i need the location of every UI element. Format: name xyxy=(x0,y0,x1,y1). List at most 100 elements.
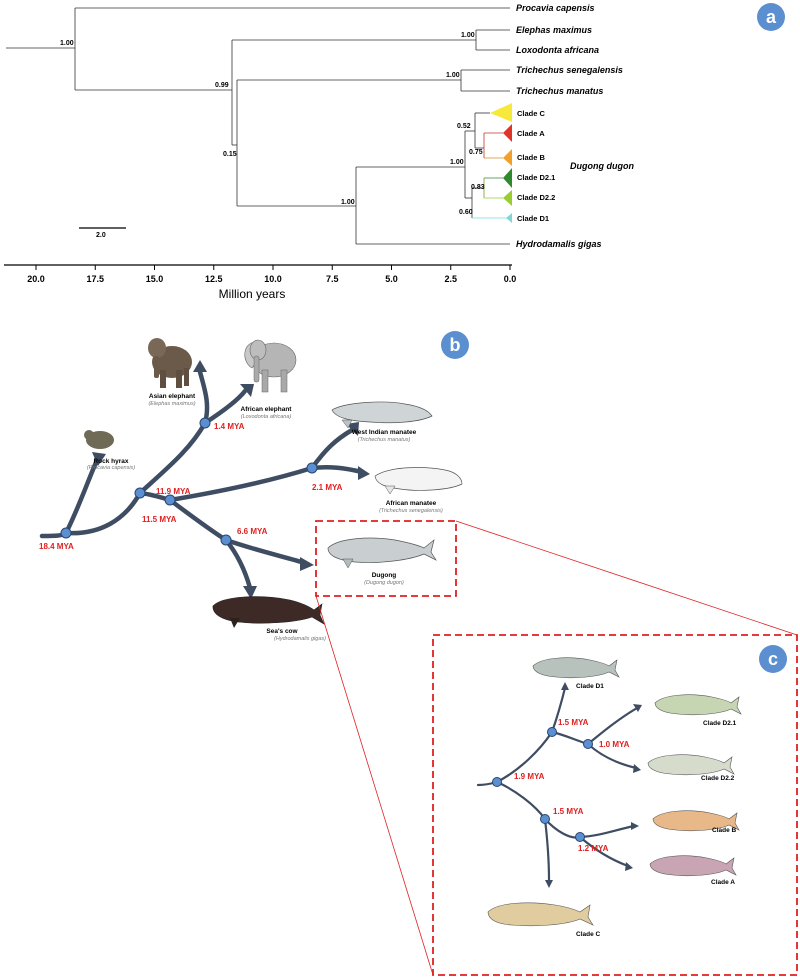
panel-a-support-values: 1.00 1.00 1.00 0.99 0.15 1.00 1.00 0.52 … xyxy=(60,32,485,216)
divergence-node xyxy=(306,462,318,474)
clade-name: Clade D2.1 xyxy=(703,720,737,727)
axis-tick-label: 10.0 xyxy=(264,274,282,284)
clade-label: Clade D2.1 xyxy=(517,173,555,182)
clade-d1-dugong-illustration xyxy=(532,657,620,679)
tip-label: Elephas maximus xyxy=(516,25,592,35)
axis-label: Million years xyxy=(219,287,286,301)
support-value: 1.00 xyxy=(60,40,74,47)
divergence-time: 2.1 MYA xyxy=(312,483,343,492)
divergence-time: 11.9 MYA xyxy=(156,487,191,496)
axis-tick-label: 12.5 xyxy=(205,274,223,284)
clade-d22-triangle xyxy=(503,190,512,206)
axis-tick-label: 2.5 xyxy=(444,274,457,284)
species-scientific-name: (Dugong dugon) xyxy=(364,580,404,586)
clade-label: Clade B xyxy=(517,153,546,162)
support-value: 0.83 xyxy=(471,184,485,191)
scale-bar-label: 2.0 xyxy=(96,232,106,239)
tip-label: Hydrodamalis gigas xyxy=(516,239,602,249)
support-value: 0.15 xyxy=(223,151,237,158)
clade-c-triangle xyxy=(490,103,512,122)
species-name: Asian elephant xyxy=(149,393,196,400)
species-name: African elephant xyxy=(241,406,293,413)
asian-elephant-illustration xyxy=(148,338,192,388)
panel-c-diagram: c 1.9 MYA 1.5 MYA 1.0 MYA 1.5 MYA 1.2 MY… xyxy=(432,634,798,976)
divergence-time: 1.5 MYA xyxy=(558,718,589,727)
divergence-time: 1.0 MYA xyxy=(599,740,630,749)
species-scientific-name: (Elephas maximus) xyxy=(148,401,195,407)
divergence-node xyxy=(583,739,593,749)
clade-label: Clade D2.2 xyxy=(517,193,555,202)
clade-d21-dugong-illustration xyxy=(654,694,742,716)
divergence-node xyxy=(547,727,557,737)
support-value: 1.00 xyxy=(341,199,355,206)
panel-b-diagram: b 18.4 MYA 11.9 MYA 11.5 MYA 1.4 xyxy=(39,331,798,976)
clade-d21-triangle xyxy=(503,168,512,188)
tip-label: Procavia capensis xyxy=(516,3,595,13)
scale-bar: 2.0 xyxy=(79,227,126,239)
clade-c-dugong-illustration xyxy=(487,902,594,927)
divergence-time: 11.5 MYA xyxy=(142,515,177,524)
species-scientific-name: (Hydrodamalis gigas) xyxy=(274,636,326,642)
clade-name: Clade C xyxy=(576,931,601,938)
species-name: Sea's cow xyxy=(266,628,298,635)
tip-label: Loxodonta africana xyxy=(516,45,599,55)
species-scientific-name: (Trichechus manatus) xyxy=(358,437,411,443)
panel-a-tree xyxy=(6,7,512,245)
support-value: 1.00 xyxy=(461,32,475,39)
species-scientific-name: (Trichechus senegalensis) xyxy=(379,508,443,514)
axis-tick-label: 7.5 xyxy=(326,274,339,284)
clade-label: Clade C xyxy=(517,109,546,118)
support-value: 1.00 xyxy=(446,72,460,79)
species-scientific-name: (Procavia capensis) xyxy=(87,465,135,471)
divergence-node xyxy=(575,832,585,842)
support-value: 0.52 xyxy=(457,123,471,130)
species-name: Dugong xyxy=(372,572,397,579)
zoom-line xyxy=(315,595,434,976)
clade-a-triangle xyxy=(503,124,512,142)
clade-d22-dugong-illustration xyxy=(647,754,735,776)
dugong-illustration xyxy=(327,537,437,569)
species-name: African manatee xyxy=(386,500,437,507)
divergence-time: 1.9 MYA xyxy=(514,772,545,781)
divergence-node xyxy=(540,814,550,824)
panel-a-badge: a xyxy=(757,3,785,31)
divergence-time: 1.5 MYA xyxy=(553,807,584,816)
clade-name: Clade B xyxy=(712,827,737,834)
tip-label: Trichechus senegalensis xyxy=(516,65,623,75)
divergence-node xyxy=(220,534,232,546)
sea-cow-illustration xyxy=(212,596,325,628)
species-scientific-name: (Loxodonta africana) xyxy=(241,414,292,420)
divergence-node xyxy=(199,417,211,429)
axis-tick-label: 15.0 xyxy=(146,274,164,284)
african-elephant-illustration xyxy=(244,339,297,393)
divergence-node xyxy=(492,777,502,787)
clade-label: Clade A xyxy=(517,129,545,138)
dugong-group-label: Dugong dugon xyxy=(570,161,634,171)
divergence-time: 1.4 MYA xyxy=(214,422,245,431)
divergence-node xyxy=(164,494,176,506)
clade-b-dugong-illustration xyxy=(652,810,740,832)
badge-label: b xyxy=(450,335,461,355)
panel-c-frame xyxy=(432,634,798,976)
tip-label: Trichechus manatus xyxy=(516,86,603,96)
support-value: 0.99 xyxy=(215,82,229,89)
species-name: West Indian manatee xyxy=(352,429,417,436)
panel-a-clade-labels: Clade C Clade A Clade B Clade D2.1 Clade… xyxy=(517,109,555,223)
divergence-time: 18.4 MYA xyxy=(39,542,74,551)
divergence-node xyxy=(134,487,146,499)
panel-a-tip-labels: Procavia capensis Elephas maximus Loxodo… xyxy=(516,3,634,249)
clade-label: Clade D1 xyxy=(517,214,549,223)
clade-name: Clade D2.2 xyxy=(701,775,735,782)
rock-hyrax-illustration xyxy=(84,430,114,449)
west-indian-manatee-illustration xyxy=(331,401,433,429)
clade-name: Clade A xyxy=(711,879,735,886)
support-value: 0.60 xyxy=(459,209,473,216)
african-manatee-illustration xyxy=(374,467,463,495)
species-name: Rock hyrax xyxy=(93,458,128,465)
support-value: 1.00 xyxy=(450,159,464,166)
badge-label: c xyxy=(768,649,778,669)
axis-tick-label: 20.0 xyxy=(27,274,45,284)
clade-name: Clade D1 xyxy=(576,683,604,690)
axis-tick-label: 0.0 xyxy=(504,274,517,284)
